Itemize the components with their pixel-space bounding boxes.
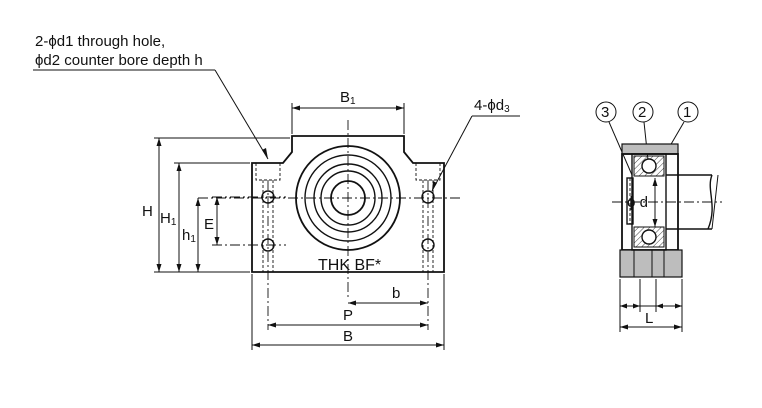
- dim-p-arrow-left: [268, 322, 276, 328]
- dim-b1-label: B1: [340, 89, 356, 107]
- side-l-sub-arrow-3: [656, 303, 663, 309]
- side-l-arrow-right: [674, 324, 682, 330]
- side-d-arrow-bottom: [652, 219, 658, 227]
- callout-note-line1: 2-ϕd1 through hole,: [35, 33, 165, 50]
- side-ball-lower: [641, 229, 657, 245]
- balloon-3: [595, 101, 617, 123]
- dim-p-label: P: [343, 307, 353, 324]
- side-ball-upper: [641, 158, 657, 174]
- dim-b-arrow-right: [420, 300, 428, 306]
- balloon-3-leader: [608, 121, 633, 176]
- counterbore-right: [415, 163, 441, 181]
- housing-outline: [251, 135, 445, 273]
- side-l-sub-arrow-1: [620, 303, 627, 309]
- side-view: 3 2 1 ϕ d: [595, 101, 722, 332]
- dim-p-arrow-right: [420, 322, 428, 328]
- dim-b1-arrow-left: [292, 105, 300, 111]
- dim-h-label: H: [142, 203, 153, 220]
- dim-h-arrow-top: [156, 138, 162, 146]
- front-dimensions: B1 4-ϕd3 H H1 h1 E b: [142, 89, 520, 350]
- callout-note-line2: ϕd2 counter bore depth h: [35, 52, 203, 69]
- dim-d3-label: 4-ϕd3: [474, 97, 510, 115]
- callout-leader-arrow: [262, 148, 268, 159]
- dim-h1-label: H1: [160, 210, 177, 228]
- balloon-2-label: 2: [638, 104, 646, 121]
- side-d-label: ϕ d: [627, 194, 648, 211]
- side-l-sub-arrow-2: [633, 303, 640, 309]
- balloon-1: [677, 101, 699, 123]
- dim-e-arrow-bottom: [214, 237, 220, 245]
- dim-h1-arrow-bottom: [176, 264, 182, 272]
- dim-b-arrow-left: [348, 300, 356, 306]
- balloon-1-leader: [669, 121, 685, 147]
- dim-e-arrow-top: [214, 197, 220, 205]
- callout-leader: [214, 69, 269, 160]
- dim-b-label: b: [392, 285, 400, 302]
- dim-h1-arrow-top: [176, 163, 182, 171]
- counterbore-left: [255, 163, 281, 181]
- dim-bb-label: B: [343, 328, 353, 345]
- balloon-2: [632, 101, 654, 123]
- dim-lh1-label: h1: [182, 227, 196, 245]
- side-l-sub-arrow-4: [675, 303, 682, 309]
- dim-d3-leader-arrow: [432, 181, 437, 191]
- balloon-3-label: 3: [601, 104, 609, 121]
- dim-b1-arrow-right: [396, 105, 404, 111]
- side-top-cap: [621, 143, 679, 155]
- dim-bb-arrow-left: [252, 342, 260, 348]
- side-base: [619, 249, 683, 278]
- dim-lh1-arrow-bottom: [195, 264, 201, 272]
- side-l-arrow-left: [620, 324, 628, 330]
- dim-bb-arrow-right: [436, 342, 444, 348]
- side-l-label: L: [645, 310, 653, 327]
- product-marking: THK BF*: [318, 257, 381, 274]
- dim-d3-leader: [431, 115, 473, 192]
- side-d-arrow-top: [652, 178, 658, 186]
- side-shaft-break: [707, 174, 713, 230]
- front-view: THK BF*: [198, 120, 460, 330]
- balloon-1-label: 1: [683, 104, 691, 121]
- dim-h-arrow-bottom: [156, 264, 162, 272]
- dim-e-label: E: [204, 216, 214, 233]
- dim-lh1-arrow-top: [195, 198, 201, 206]
- callout-note: 2-ϕd1 through hole, ϕd2 counter bore dep…: [33, 33, 269, 160]
